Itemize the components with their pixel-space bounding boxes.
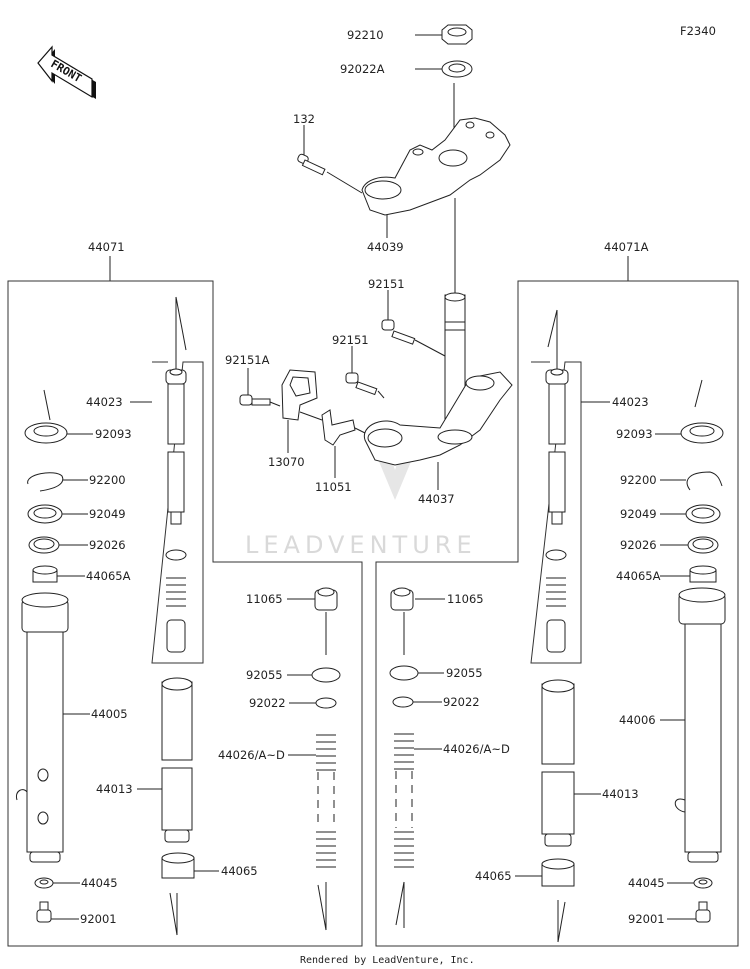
left-part-44065-bushing[interactable] xyxy=(161,852,219,936)
right-label-44045[interactable]: 44045 xyxy=(628,876,665,890)
left-label-92055[interactable]: 92055 xyxy=(246,668,283,682)
label-11051[interactable]: 11051 xyxy=(315,480,352,494)
front-arrow-icon: FRONT xyxy=(37,45,96,99)
right-part-92001-bolt[interactable] xyxy=(667,901,711,923)
part-132-bolt[interactable] xyxy=(297,125,363,194)
right-damper-subbox xyxy=(530,361,582,664)
watermark-text: LEADVENTURE xyxy=(245,531,477,559)
right-label-92001[interactable]: 92001 xyxy=(628,912,665,926)
left-part-44013-inner-tube[interactable] xyxy=(137,677,193,843)
part-92151A-bolt[interactable] xyxy=(239,368,281,407)
label-92210[interactable]: 92210 xyxy=(347,28,384,42)
part-92151-bolt-mid[interactable] xyxy=(345,346,385,399)
footer-credit: Rendered by LeadVenture, Inc. xyxy=(300,955,475,966)
left-part-11065-cap-bolt[interactable] xyxy=(287,587,338,655)
right-part-44023-damper-rod[interactable] xyxy=(545,368,610,653)
left-part-92093-cap[interactable] xyxy=(24,422,93,444)
diagram-code: F2340 xyxy=(680,24,716,38)
label-92151-mid[interactable]: 92151 xyxy=(332,333,369,347)
left-part-92022-washer[interactable] xyxy=(289,697,337,709)
left-part-44045-washer[interactable] xyxy=(34,877,80,889)
left-label-44065A[interactable]: 44065A xyxy=(86,569,131,583)
right-part-92093-cap[interactable] xyxy=(655,422,724,444)
right-part-11065-cap-bolt[interactable] xyxy=(390,587,445,655)
left-part-92055-o-ring[interactable] xyxy=(287,667,341,683)
label-132[interactable]: 132 xyxy=(293,112,315,126)
right-label-92049[interactable]: 92049 xyxy=(620,507,657,521)
left-part-92200-clip[interactable] xyxy=(27,472,88,492)
left-label-92049[interactable]: 92049 xyxy=(89,507,126,521)
left-fork-assembly-box xyxy=(7,280,363,947)
left-part-92049-seal[interactable] xyxy=(27,504,88,524)
left-label-92022[interactable]: 92022 xyxy=(249,696,286,710)
part-44037-stem-lower-bracket[interactable] xyxy=(363,292,513,490)
label-44071A[interactable]: 44071A xyxy=(604,240,649,254)
right-label-92026[interactable]: 92026 xyxy=(620,538,657,552)
label-44037[interactable]: 44037 xyxy=(418,492,455,506)
right-label-92055[interactable]: 92055 xyxy=(446,666,483,680)
right-part-92026-washer[interactable] xyxy=(660,536,719,554)
right-part-92022-washer[interactable] xyxy=(392,696,442,708)
left-label-92026[interactable]: 92026 xyxy=(89,538,126,552)
left-part-44005-outer-tube[interactable] xyxy=(15,592,90,863)
left-label-44013[interactable]: 44013 xyxy=(96,782,133,796)
right-part-92200-clip[interactable] xyxy=(660,471,723,491)
left-label-92200[interactable]: 92200 xyxy=(89,473,126,487)
right-label-92022[interactable]: 92022 xyxy=(443,695,480,709)
right-label-44013[interactable]: 44013 xyxy=(602,787,639,801)
right-part-44013-inner-tube[interactable] xyxy=(541,679,601,847)
left-part-44026-spring[interactable] xyxy=(288,734,336,931)
right-label-92093[interactable]: 92093 xyxy=(616,427,653,441)
label-44039[interactable]: 44039 xyxy=(367,240,404,254)
left-label-92093[interactable]: 92093 xyxy=(95,427,132,441)
left-label-44005[interactable]: 44005 xyxy=(91,707,128,721)
left-label-44045[interactable]: 44045 xyxy=(81,876,118,890)
left-part-44023-damper-rod[interactable] xyxy=(130,368,187,653)
part-92210-nut[interactable] xyxy=(415,24,473,45)
part-44039-upper-bracket[interactable] xyxy=(361,117,511,238)
right-label-44065A[interactable]: 44065A xyxy=(616,569,661,583)
left-label-44023[interactable]: 44023 xyxy=(86,395,123,409)
right-part-44026-spring[interactable] xyxy=(394,733,442,928)
left-label-44026[interactable]: 44026/A~D xyxy=(218,748,285,762)
part-92022A-washer[interactable] xyxy=(415,60,473,78)
left-label-92001[interactable]: 92001 xyxy=(80,912,117,926)
label-92151A[interactable]: 92151A xyxy=(225,353,270,367)
part-13070-holder[interactable] xyxy=(281,369,323,453)
right-label-44026[interactable]: 44026/A~D xyxy=(443,742,510,756)
left-part-44065A-bushing[interactable] xyxy=(32,565,85,583)
right-label-44023[interactable]: 44023 xyxy=(612,395,649,409)
right-part-92055-o-ring[interactable] xyxy=(389,665,444,681)
left-damper-subbox xyxy=(151,361,204,664)
right-part-92049-seal[interactable] xyxy=(660,504,721,524)
right-label-11065[interactable]: 11065 xyxy=(447,592,484,606)
right-label-92200[interactable]: 92200 xyxy=(620,473,657,487)
right-part-44065-bushing[interactable] xyxy=(515,858,575,943)
right-part-44045-washer[interactable] xyxy=(667,877,713,889)
right-label-44006[interactable]: 44006 xyxy=(619,713,656,727)
right-part-44006-outer-tube[interactable] xyxy=(660,587,726,863)
left-label-44065[interactable]: 44065 xyxy=(221,864,258,878)
label-44071[interactable]: 44071 xyxy=(88,240,125,254)
label-13070[interactable]: 13070 xyxy=(268,455,305,469)
label-92022A[interactable]: 92022A xyxy=(340,62,385,76)
part-11051-bracket[interactable] xyxy=(321,409,366,478)
left-part-92001-bolt[interactable] xyxy=(36,901,79,923)
left-part-92026-washer[interactable] xyxy=(28,536,88,554)
right-fork-assembly-box xyxy=(375,280,739,947)
part-92151-bolt-top[interactable] xyxy=(381,290,446,357)
left-label-11065[interactable]: 11065 xyxy=(246,592,283,606)
label-92151-top[interactable]: 92151 xyxy=(368,277,405,291)
right-part-44065A-bushing[interactable] xyxy=(660,565,717,583)
right-label-44065[interactable]: 44065 xyxy=(475,869,512,883)
